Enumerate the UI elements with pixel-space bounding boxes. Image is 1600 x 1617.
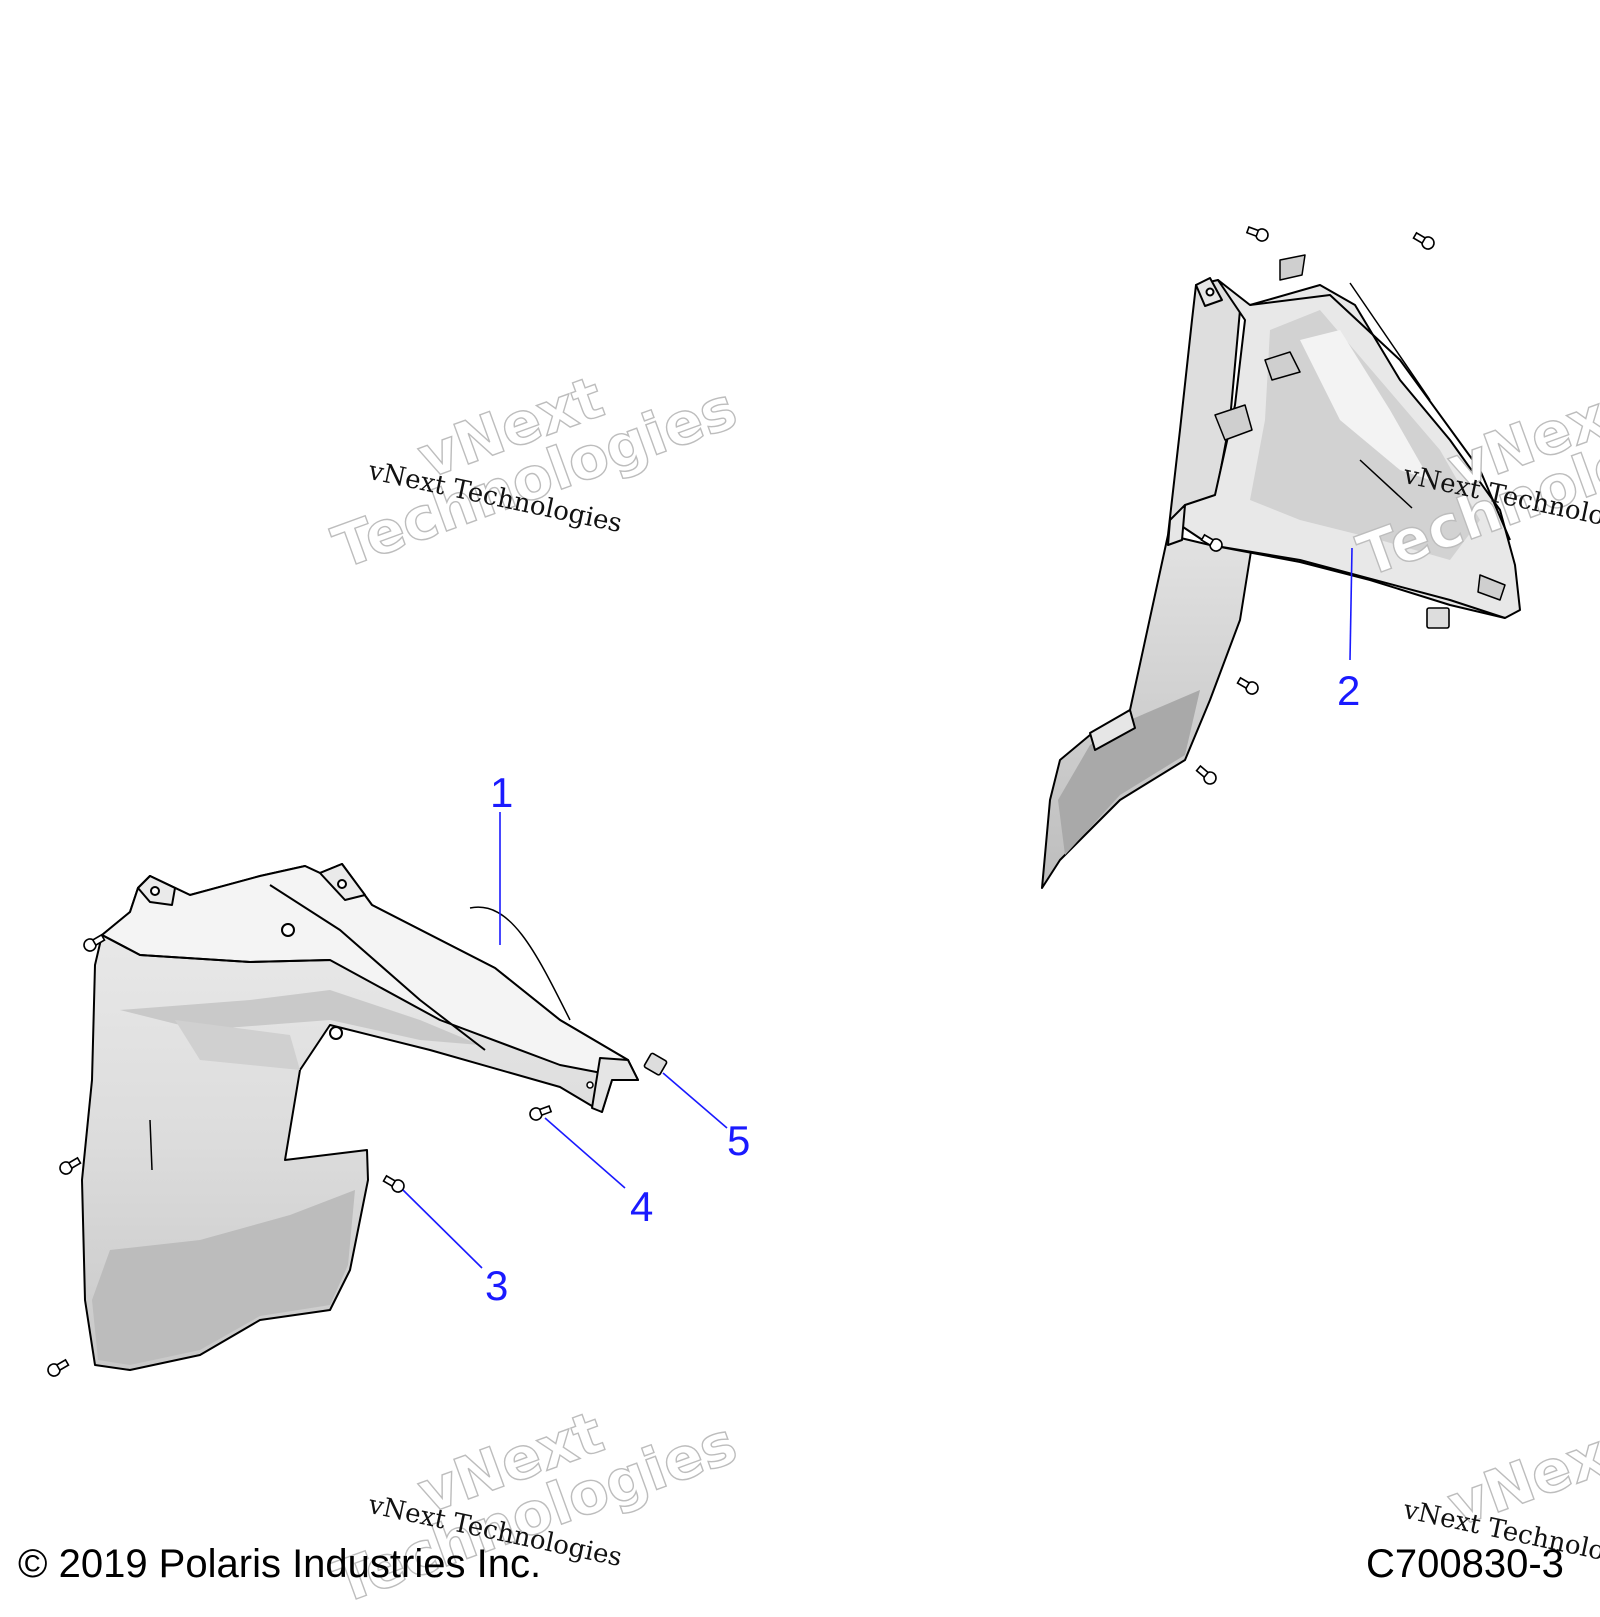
- callout-1: 1: [490, 769, 514, 816]
- rivet-icon: [1200, 533, 1223, 552]
- rivet-icon: [47, 1358, 70, 1377]
- part-2-inner-fender: [1041, 254, 1521, 889]
- push-rivet-fasteners-left: [47, 933, 668, 1377]
- leader-line-5: [662, 1072, 728, 1129]
- rivet-icon: [1412, 231, 1435, 250]
- diagram-code: C700830-3: [1366, 1542, 1564, 1586]
- leader-line-3: [402, 1189, 483, 1269]
- rivet-icon: [83, 933, 106, 952]
- leader-line-2: [1349, 547, 1353, 661]
- copyright-text: © 2019 Polaris Industries Inc.: [18, 1542, 542, 1586]
- part-1-front-fender: [81, 863, 639, 1371]
- nut-clip-icon: [643, 1052, 668, 1076]
- callout-2: 2: [1337, 667, 1361, 714]
- rivet-icon: [1195, 764, 1217, 785]
- callout-5: 5: [727, 1117, 751, 1164]
- rivet-icon: [1245, 226, 1269, 242]
- nut-clip-icon: [1426, 607, 1450, 629]
- push-rivet-fasteners-right: [1195, 226, 1450, 785]
- rivet-icon: [382, 1174, 405, 1193]
- rivet-icon: [529, 1105, 553, 1121]
- callout-3: 3: [485, 1262, 509, 1309]
- callout-4: 4: [630, 1183, 654, 1230]
- rivet-icon: [1236, 676, 1259, 695]
- leader-lines: [402, 547, 1353, 1269]
- leader-line-4: [544, 1117, 626, 1189]
- rivet-icon: [59, 1156, 82, 1175]
